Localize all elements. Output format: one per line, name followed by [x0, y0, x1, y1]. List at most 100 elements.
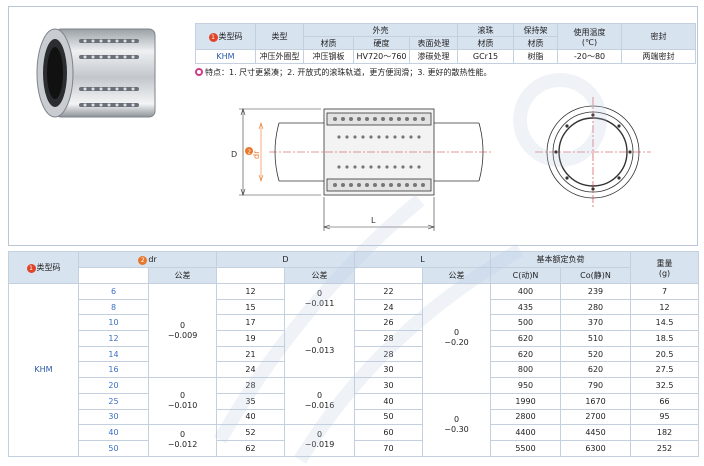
d-tolerance-cell: 0−0.011 — [283, 282, 356, 316]
spec-cage: 树脂 — [513, 49, 559, 64]
dr-tolerance-cell: 0−0.010 — [148, 377, 217, 426]
spec-ball: GCr15 — [457, 49, 515, 64]
co-cell: 239 — [560, 283, 632, 300]
spec-type: 冲压外圈型 — [255, 49, 304, 64]
end-view-balls — [554, 113, 632, 191]
type-code-cell: KHM — [8, 283, 79, 457]
c-cell: 400 — [490, 283, 562, 300]
d-value-header-blank — [216, 267, 285, 284]
d-cell: 17 — [216, 314, 285, 332]
table-row: 8 15 24 435 280 12 — [9, 298, 700, 316]
table-row: 12 19 28 620 510 18.5 — [9, 330, 700, 347]
d-cell: 12 — [216, 283, 285, 300]
dr-cell: 25 — [78, 392, 149, 410]
l-cell: 40 — [354, 392, 424, 410]
l-cell: 22 — [354, 283, 424, 300]
d-tolerance-header: 公差 — [283, 267, 356, 284]
dr-cell: 40 — [78, 424, 149, 441]
l-header: L — [354, 251, 492, 268]
dr-tolerance-cell: 0−0.009 — [148, 282, 217, 379]
weight-cell: 7 — [630, 283, 700, 300]
spec-cage-material-header: 材质 — [513, 36, 559, 50]
l-tolerance-cell: 0−0.30 — [422, 392, 492, 457]
d-header: D — [215, 251, 356, 268]
spec-seal: 两端密封 — [621, 49, 697, 64]
dr-badge-number: 2 — [248, 150, 252, 156]
c-cell: 800 — [490, 361, 562, 379]
co-cell: 4450 — [560, 424, 632, 441]
table-row: KHM 6 0−0.009 12 0−0.011 22 0−0.20 400 2… — [8, 282, 700, 457]
d-cell: 15 — [216, 298, 285, 316]
c-cell: 620 — [490, 330, 562, 347]
c-dynamic-header: C(动)N — [490, 267, 562, 284]
bearing-product-image — [36, 28, 156, 118]
l-cell: 28 — [354, 345, 424, 363]
weight-cell: 32.5 — [630, 377, 700, 394]
co-cell: 520 — [560, 345, 632, 363]
features-note: 特点：1. 尺寸更紧凑；2. 开放式的滚珠轨道，更方便润滑；3. 更好的散热性能… — [195, 67, 492, 78]
spec-cage-header: 保持架 — [513, 23, 559, 37]
d-cell: 28 — [216, 377, 285, 394]
spec-hardness-header: 硬度 — [353, 36, 410, 50]
table-row: 10 17 0−0.013 26 500 370 14.5 — [9, 314, 700, 379]
dr-tolerance-cell: 0−0.012 — [148, 424, 217, 457]
weight-cell: 20.5 — [630, 345, 700, 363]
co-cell: 2700 — [560, 408, 632, 426]
weight-cell: 182 — [630, 424, 700, 441]
spec-temp-header: 使用温度(℃) — [557, 23, 623, 50]
dr-dimension — [258, 122, 264, 182]
feature-marker-icon — [195, 68, 203, 76]
table-row: 30 40 50 2800 2700 95 — [9, 408, 700, 426]
d-tolerance-cell: 0−0.013 — [283, 314, 356, 379]
c-cell: 2800 — [490, 408, 562, 426]
badge-2-icon: 2 — [138, 255, 148, 265]
d-cell: 62 — [216, 439, 285, 457]
d-dimension-label: D — [231, 150, 237, 159]
table-row: 14 21 28 620 520 20.5 — [9, 345, 700, 363]
co-static-header: Co(静)N — [560, 267, 632, 284]
spec-type-header: 类型 — [255, 23, 304, 50]
l-cell: 60 — [354, 424, 424, 441]
table-row: 40 0−0.012 52 0−0.019 60 4400 4450 182 — [9, 424, 700, 457]
l-value-header-blank — [354, 267, 424, 284]
spec-shell-header: 外壳 — [302, 23, 459, 37]
d-cell: 21 — [216, 345, 285, 363]
dr-dimension-label: dr — [252, 150, 261, 159]
l-cell: 50 — [354, 408, 424, 426]
dr-cell: 12 — [78, 330, 149, 347]
table-row: 25 35 40 0−0.30 1990 1670 66 — [9, 392, 700, 457]
dr-cell: 16 — [78, 361, 149, 379]
features-text: 特点：1. 尺寸更紧凑；2. 开放式的滚珠轨道，更方便润滑；3. 更好的散热性能… — [205, 68, 492, 77]
spec-ball-header: 滚珠 — [457, 23, 515, 37]
l-tolerance-cell: 0−0.20 — [422, 283, 492, 394]
d-tolerance-cell: 0−0.019 — [283, 424, 356, 457]
table-row: 20 0−0.010 28 0−0.016 30 950 790 32.5 — [9, 377, 700, 426]
co-cell: 280 — [560, 298, 632, 316]
weight-cell: 95 — [630, 408, 700, 426]
badge-1-icon: 1 — [208, 33, 218, 42]
l-dimension-label: L — [371, 216, 376, 225]
spec-surface: 渗碳处理 — [408, 49, 459, 64]
weight-cell: 18.5 — [630, 330, 700, 347]
weight-cell: 27.5 — [630, 361, 700, 379]
co-cell: 1670 — [560, 392, 632, 410]
weight-cell: 14.5 — [630, 314, 700, 332]
weight-cell: 252 — [630, 439, 700, 457]
d-cell: 52 — [216, 424, 285, 441]
spec-seal-header: 密封 — [621, 23, 697, 50]
dr-tolerance-header: 公差 — [148, 267, 217, 284]
d-cell: 24 — [216, 361, 285, 379]
spec-row: KHM 冲压外圈型 冲压钢板 HV720～760 渗碳处理 GCr15 树脂 -… — [195, 49, 697, 64]
ball-track-drawing — [333, 117, 425, 187]
dr-cell: 30 — [78, 408, 149, 426]
co-cell: 620 — [560, 361, 632, 379]
technical-drawing: D 2 dr L — [231, 97, 651, 231]
spec-temp: -20～80 — [557, 49, 623, 64]
l-cell: 24 — [354, 298, 424, 316]
badge-1-icon: 1 — [26, 264, 36, 273]
c-cell: 500 — [490, 314, 562, 332]
